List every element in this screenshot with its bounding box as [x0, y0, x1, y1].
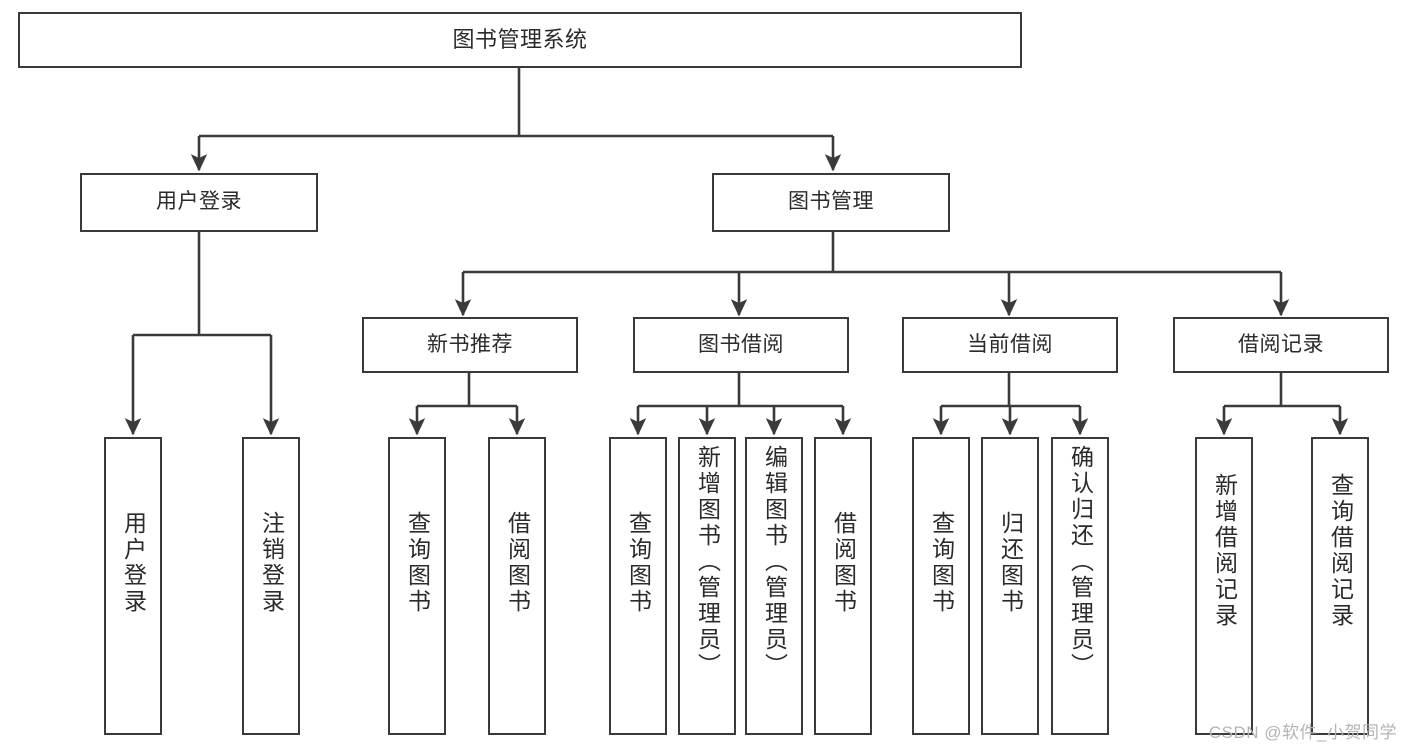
node-label: 编辑图书（管理员）: [761, 445, 788, 679]
leaf-query-book-newbook[interactable]: 查询图书: [388, 437, 446, 735]
node-label: 图书借阅: [698, 332, 784, 356]
node-label: 借阅记录: [1238, 332, 1324, 356]
leaf-borrow-book-newbook[interactable]: 借阅图书: [488, 437, 546, 735]
node-label: 注销登录: [258, 511, 285, 615]
leaf-edit-book-admin[interactable]: 编辑图书（管理员）: [745, 437, 803, 735]
node-label: 图书管理系统: [452, 27, 588, 53]
node-new-book-recommend[interactable]: 新书推荐: [362, 317, 578, 373]
node-borrow-record[interactable]: 借阅记录: [1173, 317, 1389, 373]
node-label: 图书管理: [788, 190, 874, 214]
watermark-text: CSDN @软件_小贺同学: [1208, 723, 1397, 742]
leaf-add-borrow-record[interactable]: 新增借阅记录: [1195, 437, 1253, 735]
node-label: 查询图书: [625, 511, 652, 615]
node-root-system[interactable]: 图书管理系统: [18, 12, 1022, 68]
node-label: 新增借阅记录: [1211, 473, 1238, 629]
node-label: 借阅图书: [504, 511, 531, 615]
node-label: 新增图书（管理员）: [694, 445, 721, 679]
node-book-management[interactable]: 图书管理: [712, 173, 950, 232]
leaf-logout[interactable]: 注销登录: [242, 437, 300, 735]
node-label: 用户登录: [120, 511, 147, 615]
leaf-confirm-return-admin[interactable]: 确认归还（管理员）: [1051, 437, 1109, 735]
leaf-add-book-admin[interactable]: 新增图书（管理员）: [678, 437, 736, 735]
leaf-borrow-book[interactable]: 借阅图书: [814, 437, 872, 735]
node-current-borrow[interactable]: 当前借阅: [902, 317, 1118, 373]
node-label: 查询图书: [404, 511, 431, 615]
leaf-query-book-current[interactable]: 查询图书: [912, 437, 970, 735]
node-label: 归还图书: [997, 511, 1024, 615]
node-label: 确认归还（管理员）: [1067, 445, 1094, 679]
leaf-query-borrow-record[interactable]: 查询借阅记录: [1311, 437, 1369, 735]
leaf-user-login[interactable]: 用户登录: [104, 437, 162, 735]
leaf-return-book[interactable]: 归还图书: [981, 437, 1039, 735]
node-book-borrow[interactable]: 图书借阅: [633, 317, 849, 373]
node-user-login[interactable]: 用户登录: [80, 173, 318, 232]
node-label: 借阅图书: [830, 511, 857, 615]
node-label: 新书推荐: [427, 332, 513, 356]
node-label: 查询图书: [928, 511, 955, 615]
node-label: 用户登录: [156, 190, 242, 214]
leaf-query-book-borrow[interactable]: 查询图书: [609, 437, 667, 735]
node-label: 当前借阅: [967, 332, 1053, 356]
node-label: 查询借阅记录: [1327, 473, 1354, 629]
